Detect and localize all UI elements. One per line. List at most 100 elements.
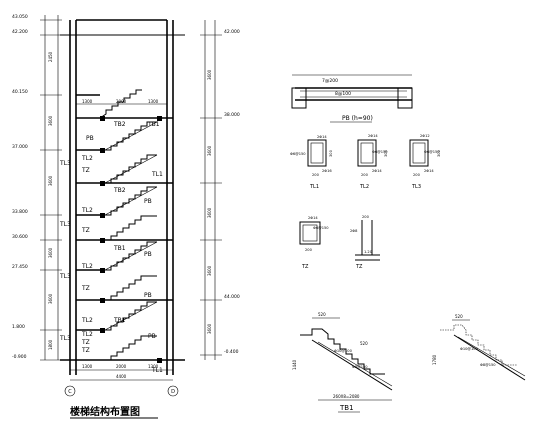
tb1-dim: 520 <box>360 341 368 346</box>
tl1-detail: Φ6@150 2Φ14 2Φ16 200 300 TL1 <box>290 135 333 190</box>
member-label: TL2 <box>81 263 93 270</box>
tl-rebar-label: 2Φ14 <box>424 169 434 173</box>
tb1-rebar <box>317 341 393 387</box>
tb1-rebar-label: Φ8@150 <box>352 365 368 369</box>
tz-name: TZ <box>355 264 363 270</box>
member-label: TL2 <box>81 331 93 338</box>
member-label: PB <box>144 251 152 258</box>
height-dim: 3600 <box>207 69 212 80</box>
beam-section-mark <box>100 148 105 153</box>
tz-name: TZ <box>301 264 309 270</box>
tb2-waist <box>453 334 526 381</box>
beam-section-mark <box>100 181 105 186</box>
tb1-rebar-label: Φ10@100 <box>334 349 353 353</box>
pb-caption: PB (h=90) <box>342 115 373 122</box>
height-dim: 1800 <box>48 339 53 350</box>
tl-dim: 300 <box>437 149 441 157</box>
member-label: PB <box>144 198 152 205</box>
member-label: TL3 <box>59 335 71 342</box>
elev-label: 38.000 <box>224 112 240 118</box>
axis-label: D <box>171 389 175 395</box>
tl-dim: 300 <box>329 149 333 157</box>
stair-waist <box>104 154 158 184</box>
member-label: TB2 <box>113 187 126 194</box>
tl-name: TL1 <box>309 184 319 190</box>
beam-section-mark <box>100 213 105 218</box>
stair-section-elevation: 43.050 42.200 40.150 37.000 33.800 30.60… <box>12 14 240 419</box>
tl-rebar-label: 2Φ16 <box>322 169 332 173</box>
stair-flight <box>105 186 157 216</box>
height-dim: 3600 <box>48 175 53 186</box>
tl-dim: 200 <box>312 173 320 177</box>
height-dim: 3600 <box>48 293 53 304</box>
axis-bubble <box>64 385 76 397</box>
height-dim: 3600 <box>207 207 212 218</box>
member-label: TL3 <box>59 160 71 167</box>
member-label: TB2 <box>113 121 126 128</box>
member-label: TL1 <box>151 171 163 178</box>
stair-flight <box>105 154 157 184</box>
height-dim: 3600 <box>207 265 212 276</box>
tl-rebar-label: 2Φ14 <box>317 135 327 139</box>
tz-footing-detail: 200 2Φ8 1.20 TZ <box>350 215 380 270</box>
tz-rebar-label: Φ6@150 <box>313 226 329 230</box>
level-ticks <box>40 19 222 361</box>
tl2-detail: 2Φ14 Φ6@150 2Φ14 200 300 TL2 <box>357 134 388 190</box>
elev-label: 44.000 <box>224 294 240 300</box>
tb1-dim: 260X8=2080 <box>333 394 360 399</box>
elev-label: 42.000 <box>224 29 240 35</box>
tb2-rebar-label: Φ8@150 <box>480 363 496 367</box>
elev-label: 37.000 <box>12 144 28 150</box>
tl-rebar-label: Φ6@150 <box>424 150 440 154</box>
tz-dim: 200 <box>362 215 370 219</box>
dim-text: 1300 <box>82 364 93 369</box>
dim-text: 4400 <box>116 374 127 379</box>
beam-section-mark <box>100 268 105 273</box>
elev-label: 30.600 <box>12 234 28 240</box>
pb-support <box>291 87 307 109</box>
tz-detail: 2Φ14 Φ6@150 200 TZ <box>299 216 329 270</box>
tl-dim: 200 <box>361 173 369 177</box>
height-dim: 3600 <box>207 323 212 334</box>
elev-label: 43.050 <box>12 14 28 20</box>
tz-dim: 200 <box>305 248 313 252</box>
tb2-rebar <box>457 336 526 377</box>
elev-label: 42.200 <box>12 29 28 35</box>
stair-waist <box>104 186 158 216</box>
beam-section-mark <box>157 358 162 363</box>
member-label: PB <box>86 135 94 142</box>
stair-waist <box>104 121 158 151</box>
stair-flight <box>105 121 157 151</box>
beam-section-mark <box>100 298 105 303</box>
tl-rebar-label: Φ6@150 <box>372 150 388 154</box>
member-label: TB1 <box>113 245 126 252</box>
dim-text: 2000 <box>116 99 127 104</box>
tl-name: TL3 <box>411 184 421 190</box>
member-label: TZ <box>81 339 90 346</box>
member-label: TZ <box>81 347 90 354</box>
tz-dim: 1.20 <box>364 250 373 254</box>
member-label: TL3 <box>59 273 71 280</box>
pb-support <box>397 87 413 109</box>
tz-rebar-label: 2Φ14 <box>308 216 318 220</box>
tl-rebar-label: 2Φ14 <box>372 169 382 173</box>
tz-rebar-label: 2Φ8 <box>350 229 358 233</box>
tb1-detail: 520 520 1440 260X8=2080 Φ10@100 Φ8@150 T… <box>292 312 393 413</box>
tb1-waist <box>311 339 393 391</box>
elev-label: 27.450 <box>12 264 28 270</box>
height-dim: 3600 <box>48 247 53 258</box>
member-label: TL1 <box>151 367 163 374</box>
elev-label: -0.900 <box>12 354 27 360</box>
beam-section-mark <box>100 238 105 243</box>
elev-label: 33.800 <box>12 209 28 215</box>
member-label: TB1 <box>147 121 160 128</box>
beam-section-mark <box>100 328 105 333</box>
tb1-dim: 520 <box>318 312 326 317</box>
elev-label: 1.800 <box>12 324 25 330</box>
member-label: TB1 <box>113 317 126 324</box>
dim-text: 1300 <box>148 364 159 369</box>
member-label: TL2 <box>81 207 93 214</box>
stair-waist <box>104 241 158 271</box>
member-label: PB <box>148 333 156 340</box>
